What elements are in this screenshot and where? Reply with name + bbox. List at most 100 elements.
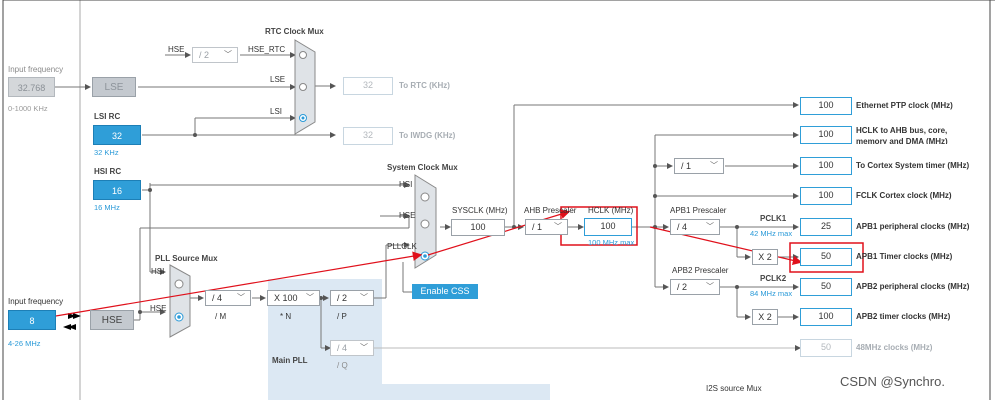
system-clock-mux-title: System Clock Mux xyxy=(387,163,458,172)
rtc-hse-divider-select[interactable]: / 2﹀ xyxy=(192,47,238,63)
hsi-rc-value[interactable]: 16 xyxy=(93,180,141,200)
hse-input-frequency-label: Input frequency xyxy=(8,297,64,306)
apb1-prescaler-value: / 4 xyxy=(677,222,688,232)
to-rtc-label: To RTC (KHz) xyxy=(399,81,450,90)
cortex-timer-label: To Cortex System timer (MHz) xyxy=(856,161,970,170)
rtc-mux-shape xyxy=(294,39,316,135)
clock-48mhz-label: 48MHz clocks (MHz) xyxy=(856,343,933,352)
clock-48mhz-output: 50 xyxy=(800,339,852,357)
hsi-rc-label: HSI RC xyxy=(94,167,122,176)
lse-oscillator[interactable]: LSE xyxy=(92,77,136,97)
i2s-source-mux-label: I2S source Mux xyxy=(706,384,762,393)
sysclk-mux-hsi-label: HSI xyxy=(399,180,413,189)
apb2-timer-label: APB2 timer clocks (MHz) xyxy=(856,312,951,321)
pll-mux-hse-label: HSE xyxy=(150,304,167,313)
hse-oscillator[interactable]: HSE xyxy=(90,310,134,330)
rtc-hse-input-label: HSE xyxy=(168,45,185,54)
chevron-down-icon: ﹀ xyxy=(360,343,368,352)
apb2-peripheral-label: APB2 peripheral clocks (MHz) xyxy=(856,282,970,291)
chevron-down-icon: ﹀ xyxy=(360,293,368,302)
rtc-lse-label: LSE xyxy=(270,75,286,84)
cortex-timer-output: 100 xyxy=(800,157,852,175)
hclk-label: HCLK (MHz) xyxy=(588,206,634,215)
apb1-timer-output: 50 xyxy=(800,248,852,266)
rtc-clock-mux-title: RTC Clock Mux xyxy=(265,27,324,36)
pclk2-label: PCLK2 xyxy=(760,274,787,283)
pll-p-value: / 2 xyxy=(337,293,348,303)
apb1-timer-label: APB1 Timer clocks (MHz) xyxy=(856,252,953,261)
pll-m-value: / 4 xyxy=(212,293,223,303)
watermark: CSDN @Synchro. xyxy=(840,374,945,389)
pclk1-label: PCLK1 xyxy=(760,214,787,223)
i2s-panel xyxy=(370,384,550,400)
chevron-down-icon: ﹀ xyxy=(224,50,232,59)
chevron-down-icon: ﹀ xyxy=(710,161,718,170)
hclk-ahb-label-line2: memory and DMA (MHz) xyxy=(856,137,948,144)
hse-input-frequency-field[interactable]: 8 xyxy=(8,310,56,330)
pll-mux-hsi-label: HSI xyxy=(151,267,165,276)
pll-p-divider-select[interactable]: / 2 ﹀ xyxy=(330,290,374,306)
chevron-down-icon: ﹀ xyxy=(706,222,714,231)
pclk1-max: 42 MHz max xyxy=(750,229,793,238)
rtc-frequency-output: 32 xyxy=(343,77,393,95)
rtc-lsi-label: LSI xyxy=(270,107,283,116)
ethernet-ptp-output: 100 xyxy=(800,97,852,115)
lse-input-frequency-label: Input frequency xyxy=(8,65,64,74)
hse-rtc-label: HSE_RTC xyxy=(248,45,286,54)
hclk-input[interactable]: 100 xyxy=(584,218,632,236)
chevron-down-icon: ﹀ xyxy=(706,282,714,291)
apb1-peripheral-label: APB1 peripheral clocks (MHz) xyxy=(856,222,970,231)
sysclk-label: SYSCLK (MHz) xyxy=(452,206,508,215)
apb2-timer-multiplier: X 2 xyxy=(752,309,778,325)
system-clock-mux-shape xyxy=(414,174,437,269)
iwdg-frequency-output: 32 xyxy=(343,127,393,145)
apb1-prescaler-select[interactable]: / 4 ﹀ xyxy=(670,219,720,235)
pll-m-label: / M xyxy=(215,312,227,321)
ethernet-ptp-label: Ethernet PTP clock (MHz) xyxy=(856,101,953,110)
chevron-down-icon: ﹀ xyxy=(306,293,314,302)
lsi-rc-value[interactable]: 32 xyxy=(93,125,141,145)
apb2-prescaler-value: / 2 xyxy=(677,282,688,292)
pll-q-divider-select[interactable]: / 4 ﹀ xyxy=(330,340,374,356)
lsi-rc-frequency: 32 KHz xyxy=(94,148,119,157)
lse-frequency-range: 0-1000 KHz xyxy=(8,104,48,113)
pll-n-label: * N xyxy=(280,312,292,321)
hse-frequency-range: 4-26 MHz xyxy=(8,339,41,348)
ahb-prescaler-select[interactable]: / 1 ﹀ xyxy=(525,219,568,235)
pll-m-divider-select[interactable]: / 4 ﹀ xyxy=(205,290,251,306)
enable-css-button[interactable]: Enable CSS xyxy=(412,284,478,299)
chevron-down-icon: ﹀ xyxy=(554,222,562,231)
fclk-label: FCLK Cortex clock (MHz) xyxy=(856,191,952,200)
apb2-prescaler-label: APB2 Prescaler xyxy=(672,266,729,275)
pll-source-mux-title: PLL Source Mux xyxy=(155,254,218,263)
sysclk-value: 100 xyxy=(451,219,505,236)
apb2-timer-output: 100 xyxy=(800,308,852,326)
pll-source-mux-shape xyxy=(169,264,191,338)
hclk-max: 100 MHz max xyxy=(588,238,635,247)
fclk-output: 100 xyxy=(800,187,852,205)
pll-p-label: / P xyxy=(337,312,347,321)
apb2-prescaler-select[interactable]: / 2 ﹀ xyxy=(670,279,720,295)
lsi-rc-label: LSI RC xyxy=(94,112,121,121)
hclk-ahb-output: 100 xyxy=(800,126,852,144)
hclk-ahb-label-line1: HCLK to AHB bus, core, xyxy=(856,126,948,135)
pll-n-multiplier-select[interactable]: X 100 ﹀ xyxy=(267,290,320,306)
ahb-prescaler-label: AHB Prescaler xyxy=(524,206,577,215)
pll-q-value: / 4 xyxy=(337,343,348,353)
hsi-rc-frequency: 16 MHz xyxy=(94,203,120,212)
sysclk-mux-pllclk-label: PLLCLK xyxy=(387,242,417,251)
cortex-timer-divider-select[interactable]: / 1 ﹀ xyxy=(674,158,724,174)
chevron-down-icon: ﹀ xyxy=(237,293,245,302)
apb1-timer-multiplier: X 2 xyxy=(752,249,778,265)
pclk2-max: 84 MHz max xyxy=(750,289,793,298)
ahb-prescaler-value: / 1 xyxy=(532,222,543,232)
apb1-prescaler-label: APB1 Prescaler xyxy=(670,206,727,215)
sysclk-mux-hse-label: HSE xyxy=(399,211,416,220)
pll-n-value: X 100 xyxy=(274,293,298,303)
pll-q-label: / Q xyxy=(337,361,348,370)
lse-input-frequency-field[interactable]: 32.768 xyxy=(8,77,55,97)
apb2-peripheral-output: 50 xyxy=(800,278,852,296)
cortex-divider-value: / 1 xyxy=(681,161,692,171)
